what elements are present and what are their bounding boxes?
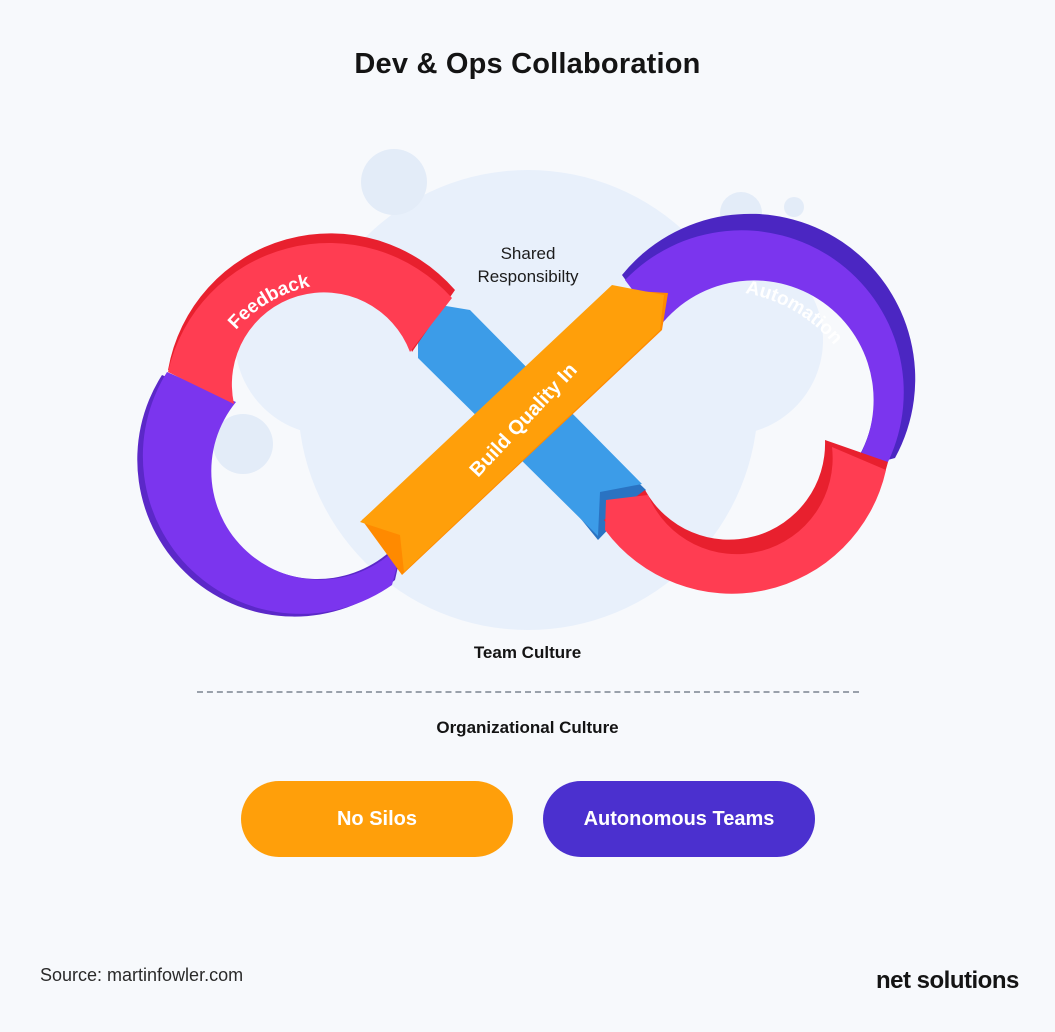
- page-title: Dev & Ops Collaboration: [354, 48, 701, 80]
- autonomous-teams-pill: Autonomous Teams: [543, 781, 815, 857]
- red-right-segment: [604, 440, 888, 594]
- devops-infinity-diagram: Feedback Automation Build Quality In: [137, 149, 916, 630]
- orange-arrow: [360, 285, 668, 575]
- shared-responsibility-label: Shared Responsibilty: [428, 242, 628, 288]
- team-culture-label: Team Culture: [473, 643, 582, 662]
- source-credit: Source: martinfowler.com: [40, 965, 244, 985]
- purple-right-segment: [622, 213, 916, 474]
- shared-line-2: Responsibilty: [477, 267, 579, 286]
- no-silos-pill: No Silos: [241, 781, 513, 857]
- brand-logo: net solutions: [876, 967, 1019, 994]
- organizational-culture-label: Organizational Culture: [436, 718, 619, 737]
- dashed-divider: [197, 691, 859, 693]
- purple-left-segment: [137, 372, 406, 617]
- red-left-segment: [168, 233, 455, 404]
- shared-line-1: Shared: [500, 244, 556, 263]
